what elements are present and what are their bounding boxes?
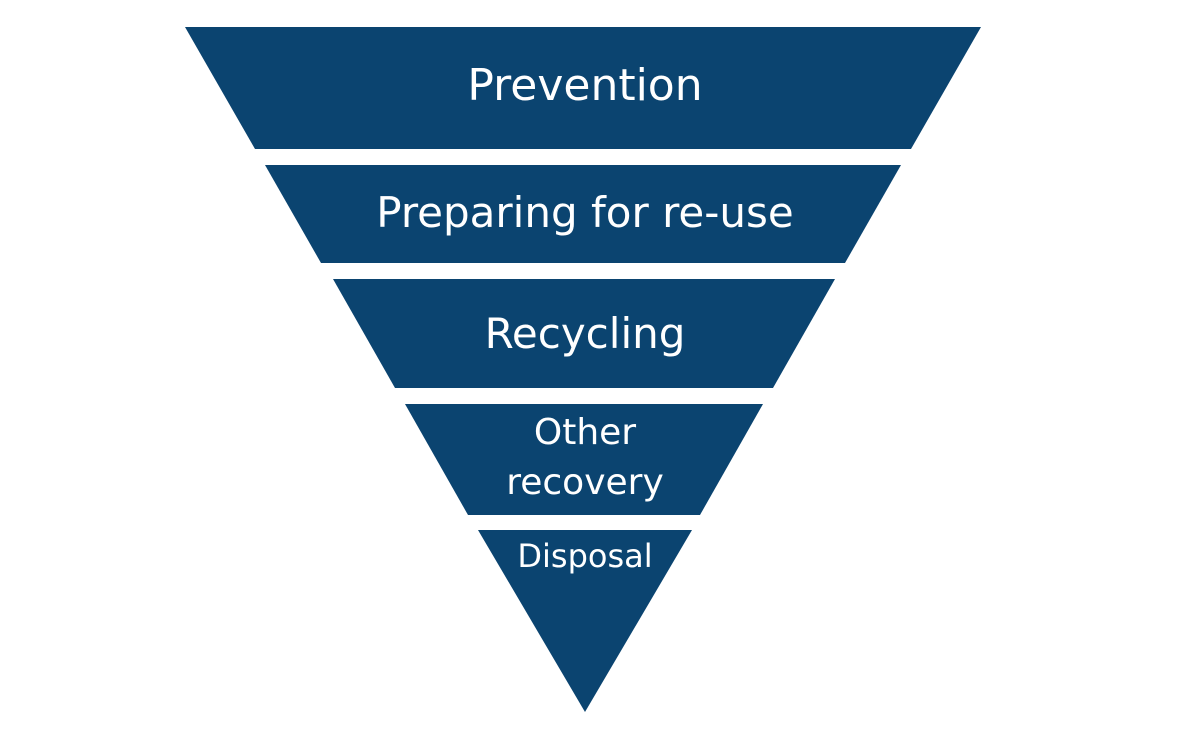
tier-prevention: Prevention — [185, 27, 981, 149]
tier-disposal: Disposal — [478, 530, 692, 712]
tier-other-recovery-label-line-2: recovery — [506, 462, 664, 503]
tier-other-recovery-label-line-1: Other — [534, 412, 636, 453]
tier-other-recovery-band — [405, 404, 763, 515]
tier-preparing-for-re-use-band — [265, 165, 901, 263]
tier-prevention-label: Prevention — [467, 60, 702, 111]
tier-disposal-label: Disposal — [517, 537, 652, 575]
tier-other-recovery: Other recovery — [405, 404, 763, 515]
tier-preparing-for-re-use: Preparing for re-use — [265, 165, 901, 263]
tier-recycling-label: Recycling — [485, 309, 686, 358]
tier-prevention-band — [185, 27, 981, 149]
tier-recycling: Recycling — [333, 279, 835, 388]
tier-preparing-for-re-use-label: Preparing for re-use — [376, 188, 794, 237]
tier-recycling-band — [333, 279, 835, 388]
tier-disposal-band — [478, 530, 692, 712]
